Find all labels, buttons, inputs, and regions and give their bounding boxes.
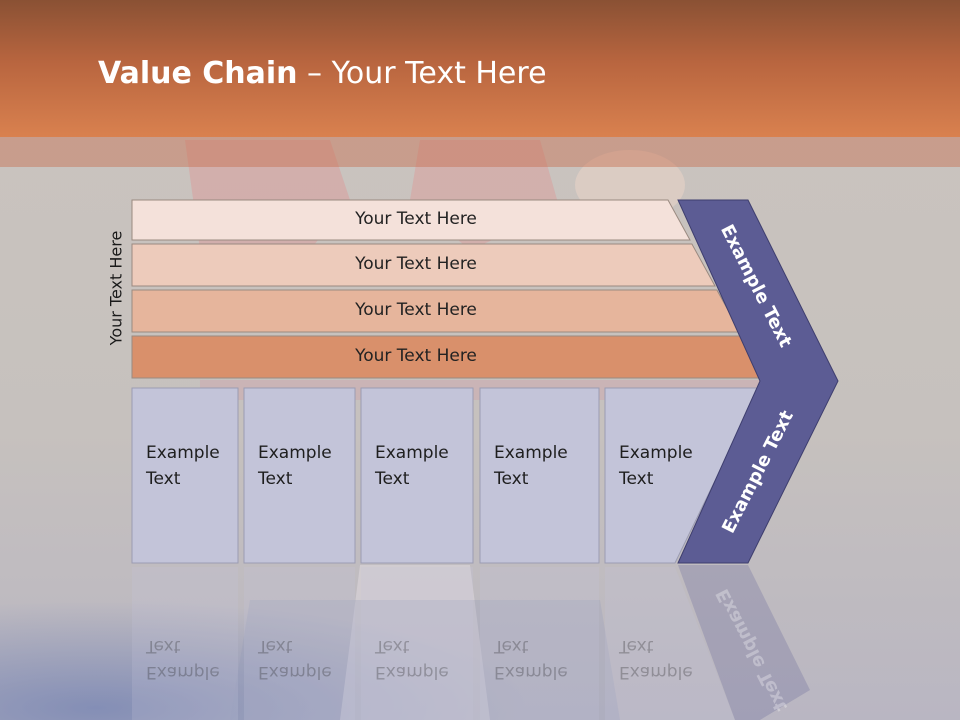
title-bold: Value Chain [98,56,298,91]
example-box-reflection [361,567,473,720]
box-line2-reflection: Text [258,636,293,656]
box-line1-reflection: Example [619,662,693,682]
slide-title: Value Chain – Your Text Here [98,56,547,91]
example-box [360,387,474,564]
box-line1-reflection: Example [494,662,568,682]
box-line2-reflection: Text [619,636,654,656]
example-box [604,387,761,564]
box-line2-reflection: Text [375,636,410,656]
box-line1: Example [375,443,449,463]
box-line1: Example [619,443,693,463]
box-line1: Example [146,443,220,463]
box-line2: Text [375,469,410,489]
box-line2: Text [619,469,654,489]
box-line2: Text [494,469,529,489]
example-box [243,387,356,564]
chevron-arrow [677,199,839,564]
box-line2: Text [146,469,181,489]
header-bar [0,0,960,137]
header-band [0,137,960,167]
example-box-reflection [480,567,599,720]
row-label: Your Text Here [355,346,477,366]
example-box [479,387,600,564]
box-line1: Example [494,443,568,463]
box-line1: Example [258,443,332,463]
example-box-reflection [132,567,238,720]
title-rest: – Your Text Here [297,56,547,91]
box-line1-reflection: Example [375,662,449,682]
box-line2: Text [258,469,293,489]
row-band [131,243,716,287]
example-box-reflection [244,567,355,720]
row-label: Your Text Here [355,209,477,229]
chevron-reflection [678,565,810,720]
row-band [131,199,691,241]
row-label: Your Text Here [355,254,477,274]
example-box [131,387,239,564]
example-box-reflection [605,567,735,720]
box-line2-reflection: Text [494,636,529,656]
row-label: Your Text Here [355,300,477,320]
box-line2-reflection: Text [146,636,181,656]
box-line1-reflection: Example [146,662,220,682]
box-line1-reflection: Example [258,662,332,682]
